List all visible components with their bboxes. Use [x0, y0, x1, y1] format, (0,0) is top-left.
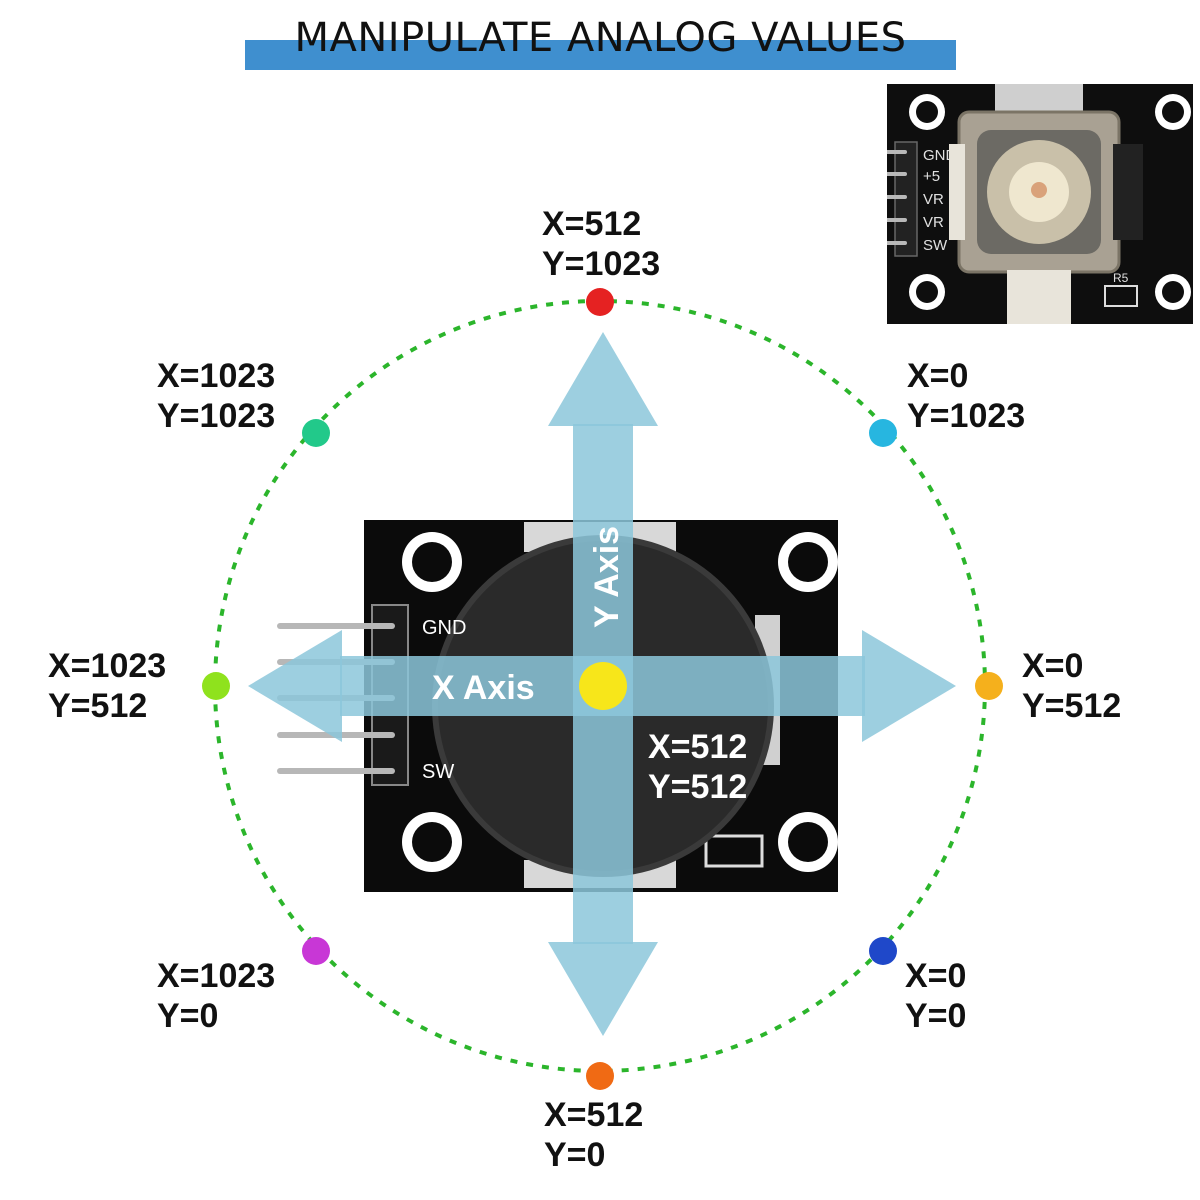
y-axis-label: Y Axis [588, 526, 626, 628]
pin-label: SW [422, 761, 454, 783]
pin-label: GND [422, 617, 466, 639]
y-value: Y=0 [544, 1136, 606, 1174]
position-dot-bottom [586, 1062, 614, 1090]
module-photo-inset: GND +5 VR VR SW R5 [887, 84, 1193, 324]
svg-text:VR: VR [923, 214, 944, 231]
position-dot-top [586, 288, 614, 316]
x-value: X=0 [1022, 647, 1084, 685]
x-value: X=0 [907, 357, 969, 395]
y-value: Y=0 [157, 997, 219, 1035]
y-value: Y=512 [648, 768, 748, 806]
position-dot-top-right [869, 419, 897, 447]
y-value: Y=512 [1022, 687, 1122, 725]
x-axis-label: X Axis [432, 669, 535, 707]
position-dot-bottom-left [302, 937, 330, 965]
y-value: Y=1023 [157, 397, 276, 435]
svg-text:+5: +5 [923, 168, 940, 185]
x-value: X=1023 [48, 647, 167, 685]
y-value: Y=1023 [542, 245, 661, 283]
y-value: Y=1023 [907, 397, 1026, 435]
position-dot-top-left [302, 419, 330, 447]
position-dot-center [579, 662, 627, 710]
svg-text:GND: GND [923, 147, 957, 164]
position-dot-left [202, 672, 230, 700]
x-value: X=1023 [157, 957, 276, 995]
y-value: Y=512 [48, 687, 148, 725]
position-dot-right [975, 672, 1003, 700]
y-value: Y=0 [905, 997, 967, 1035]
resistor-pad [704, 834, 764, 868]
svg-text:SW: SW [923, 237, 948, 254]
svg-text:R5: R5 [1113, 271, 1129, 285]
position-dot-bottom-right [869, 937, 897, 965]
x-value: X=1023 [157, 357, 276, 395]
x-value: X=512 [544, 1096, 644, 1134]
x-value: X=512 [648, 728, 748, 766]
x-value: X=512 [542, 205, 642, 243]
title-bar [245, 40, 956, 70]
page-title: MANIPULATE ANALOG VALUES [294, 15, 907, 61]
svg-text:VR: VR [923, 191, 944, 208]
x-value: X=0 [905, 957, 967, 995]
